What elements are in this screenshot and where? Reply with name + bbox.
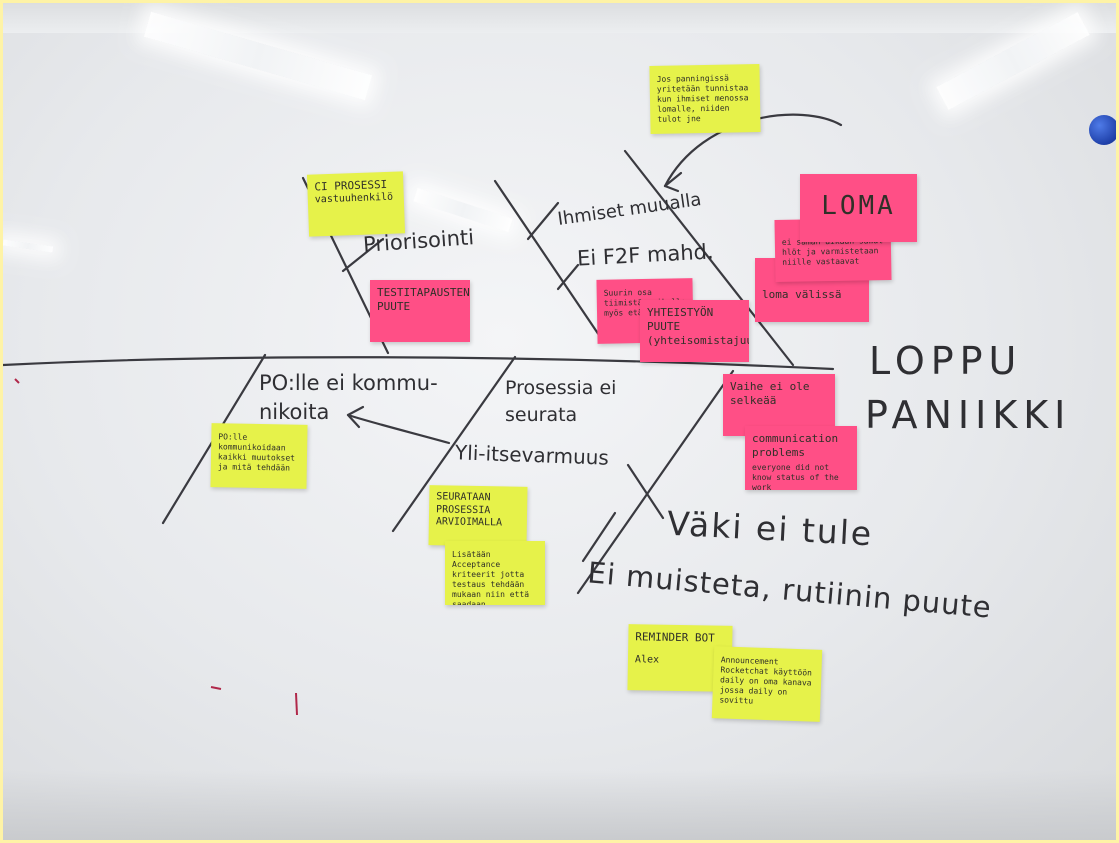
sticky-note-loma: LOMA [800, 174, 917, 242]
whiteboard-photo: LOPPU PANIIKKI Priorisointi Ihmiset muua… [3, 3, 1116, 840]
sticky-note-title: LOMA [821, 191, 896, 221]
label-prosessia-ei-seurata: Prosessia ei seurata [505, 377, 617, 426]
sticky-note-po-kommunikointi: PO:lle kommunikoidaan kaikki muutokset j… [210, 423, 308, 489]
sticky-note-text: TESTITAPAUSTEN PUUTE [377, 286, 470, 313]
sticky-note-text: loma välissä [762, 288, 842, 301]
sticky-note-text: Vaihe ei ole selkeää [730, 380, 810, 407]
sticky-note-text: YHTEISTYÖN PUUTE (yhteisomistajuus) [647, 306, 749, 347]
sticky-note-yhteistyon-puute: YHTEISTYÖN PUUTE (yhteisomistajuus) [640, 300, 749, 362]
sticky-note-text: SEURATAAN PROSESSIA ARVIOIMALLA [435, 491, 503, 529]
sticky-note-testitapausten-puute: TESTITAPAUSTEN PUUTE [370, 280, 470, 342]
sticky-note-vaihe: Vaihe ei ole selkeää [723, 374, 835, 436]
magnet [1089, 115, 1116, 145]
effect-label-paniikki: PANIIKKI [865, 393, 1072, 437]
sticky-note-seurataan-prosessia: SEURATAAN PROSESSIA ARVIOIMALLA [428, 485, 528, 547]
sticky-note-text: PO:lle kommunikoidaan kaikki muutokset j… [217, 432, 296, 473]
sticky-note-communication-problems: communication problems everyone did not … [745, 426, 857, 490]
sticky-note-announcement: Announcement Rocketchat käyttöön daily o… [711, 646, 823, 722]
sticky-note-title: REMINDER BOT [635, 630, 715, 645]
sticky-note-text: Announcement Rocketchat käyttöön daily o… [719, 655, 813, 706]
sticky-note-title: communication problems [752, 432, 839, 459]
sticky-note-top-comment: Jos panningissä yritetään tunnistaa kun … [649, 64, 761, 134]
whiteboard-frame-bottom [3, 770, 1116, 840]
sticky-note-ci-prosessi: CI PROSESSI vastuuhenkilö [306, 171, 406, 237]
effect-label-loppu: LOPPU [869, 339, 1023, 383]
sticky-note-lisataan: Lisätään Acceptance kriteerit jotta test… [445, 541, 545, 605]
sticky-note-text: Lisätään Acceptance kriteerit jotta test… [452, 550, 530, 605]
sticky-note-text: everyone did not know status of the work [752, 462, 839, 491]
sticky-note-text: Alex [634, 653, 660, 666]
sticky-note-text: vastuuhenkilö [314, 191, 394, 206]
label-po-ei-kommunikoita: PO:lle ei kommu-nikoita [259, 371, 438, 425]
sticky-note-text: Jos panningissä yritetään tunnistaa kun … [656, 73, 749, 124]
